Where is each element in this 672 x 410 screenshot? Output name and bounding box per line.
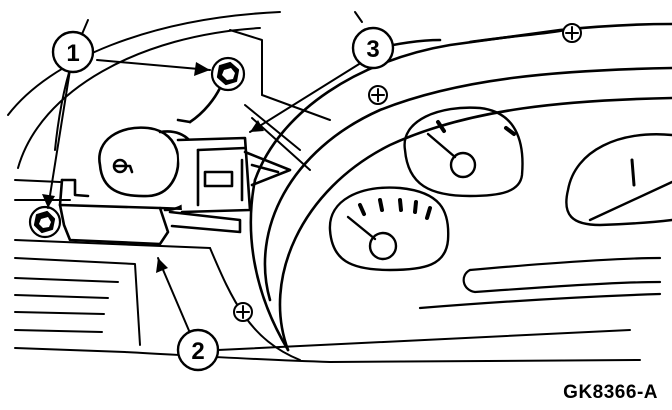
callout-1: 1	[51, 30, 95, 74]
callout-3: 3	[351, 26, 395, 70]
lock-cylinder	[98, 126, 202, 212]
callout-2: 2	[176, 328, 220, 372]
screw-lower-left	[28, 205, 62, 239]
screw-cluster-left	[368, 85, 388, 105]
figure-id-label: GK8366-A	[563, 382, 658, 403]
screw-cluster-bottom	[233, 302, 253, 322]
dash-panel-left	[14, 179, 641, 363]
gauge-lower	[328, 186, 450, 272]
cluster-housing	[249, 22, 672, 352]
callout-2-label: 2	[191, 338, 204, 365]
cluster-lower-strip	[418, 256, 662, 310]
leader-lines	[47, 55, 631, 351]
gauge-right-partial	[565, 133, 672, 227]
screw-cluster-top	[562, 23, 582, 43]
callout-1-label: 1	[66, 40, 79, 67]
gauge-upper	[403, 106, 524, 198]
screw-upper-left	[210, 56, 246, 92]
electrical-connector	[168, 136, 292, 234]
leader-arrowheads	[42, 62, 264, 273]
callout-3-label: 3	[366, 36, 379, 63]
